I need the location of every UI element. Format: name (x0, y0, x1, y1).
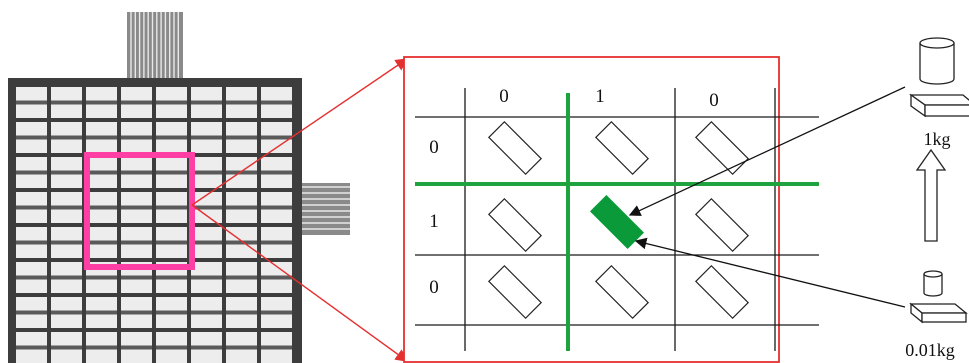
electrode-strip (121, 241, 152, 245)
electrode-strip (226, 346, 257, 350)
electrode-strip (121, 171, 152, 175)
light-weight-label: 0.01kg (905, 340, 955, 360)
electrode-strip (16, 171, 47, 175)
electrode-strip (156, 136, 187, 140)
electrode-strip (156, 101, 187, 105)
sensor-array-photo (8, 12, 350, 363)
electrode-strip (156, 171, 187, 175)
electrode-strip (191, 136, 222, 140)
light-weight-icon (911, 271, 966, 322)
electrode-strip (86, 171, 117, 175)
column-label: 0 (709, 90, 719, 111)
electrode-strip (86, 276, 117, 280)
electrode-strip (156, 206, 187, 210)
heavy-weight-icon (911, 38, 969, 116)
electrode-strip (16, 276, 47, 280)
electrode-strip (16, 346, 47, 350)
electrode-strip (51, 206, 82, 210)
electrode-strip (156, 276, 187, 280)
electrode-strip (156, 311, 187, 315)
electrode-strip (86, 136, 117, 140)
row-label: 1 (429, 211, 439, 232)
electrode-strip (156, 241, 187, 245)
electrode-strip (51, 241, 82, 245)
electrode-strip (86, 311, 117, 315)
electrode-strip (86, 206, 117, 210)
electrode-strip (16, 311, 47, 315)
row-label: 0 (429, 277, 439, 298)
electrode-strip (226, 276, 257, 280)
electrode-strip (51, 276, 82, 280)
electrode-strip (261, 206, 292, 210)
electrode-strip (121, 206, 152, 210)
electrode-strip (261, 346, 292, 350)
column-label: 1 (595, 86, 605, 107)
electrode-strip (191, 311, 222, 315)
electrode-strip (121, 276, 152, 280)
electrode-strip (51, 136, 82, 140)
electrode-strip (86, 346, 117, 350)
electrode-strip (226, 101, 257, 105)
electrode-strip (16, 136, 47, 140)
electrode-strip (261, 171, 292, 175)
electrode-strip (261, 136, 292, 140)
electrode-strip (226, 206, 257, 210)
electrode-strip (156, 346, 187, 350)
electrode-strip (261, 101, 292, 105)
electrode-strip (16, 206, 47, 210)
electrode-strip (51, 101, 82, 105)
electrode-strip (261, 311, 292, 315)
top-connector (127, 12, 183, 80)
electrode-strip (86, 241, 117, 245)
electrode-strip (51, 346, 82, 350)
electrode-strip (191, 346, 222, 350)
electrode-strip (121, 136, 152, 140)
electrode-strip (191, 276, 222, 280)
electrode-strip (16, 101, 47, 105)
electrode-strip (261, 241, 292, 245)
electrode-strip (191, 241, 222, 245)
electrode-strip (51, 171, 82, 175)
heavy-weight-label: 1kg (924, 129, 951, 149)
electrode-strip (261, 276, 292, 280)
electrode-strip (51, 311, 82, 315)
electrode-strip (191, 171, 222, 175)
electrode-strip (121, 311, 152, 315)
up-arrow-icon (917, 150, 945, 241)
electrode-strip (16, 241, 47, 245)
electrode-strip (226, 311, 257, 315)
column-label: 0 (499, 86, 509, 107)
electrode-strip (86, 101, 117, 105)
row-label: 0 (429, 137, 439, 158)
electrode-strip (226, 136, 257, 140)
electrode-strip (121, 346, 152, 350)
electrode-strip (191, 101, 222, 105)
electrode-strip (121, 101, 152, 105)
